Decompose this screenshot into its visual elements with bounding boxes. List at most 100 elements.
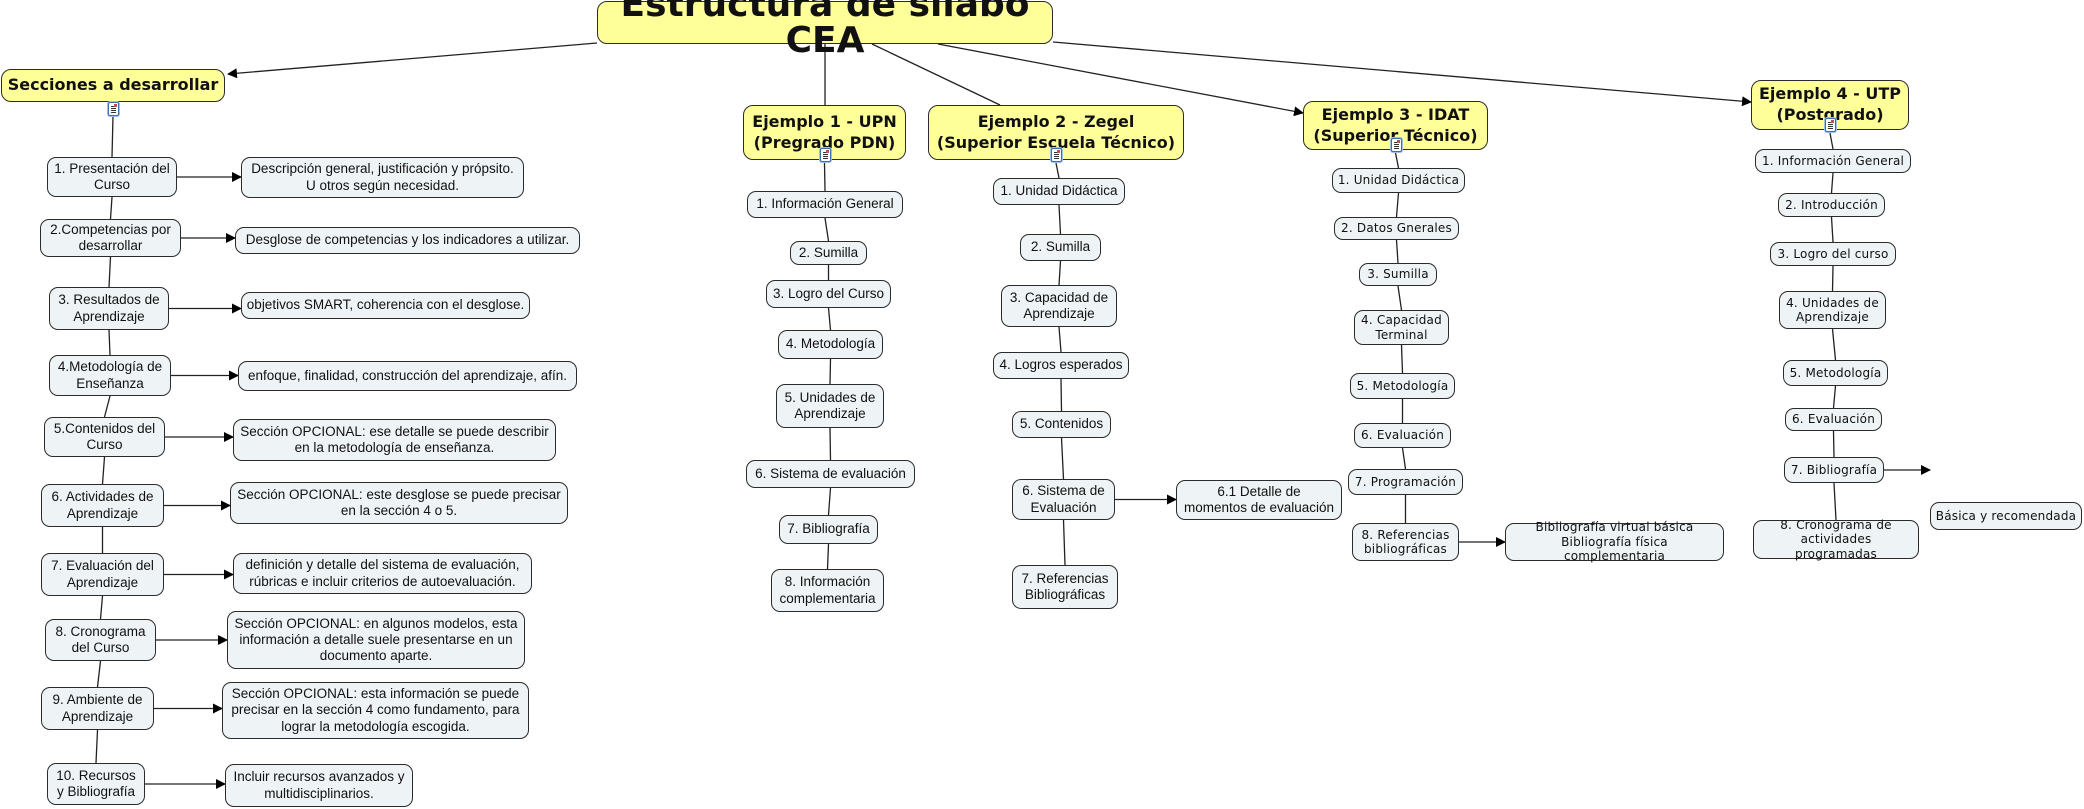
example-2-link (1060, 437, 1065, 480)
sections-link (109, 196, 113, 220)
example-1-link (829, 427, 832, 461)
example-4-link (1832, 385, 1837, 409)
example-item[interactable]: 2. Sumilla (1020, 234, 1101, 261)
title-to-example-2 (871, 43, 1001, 106)
example-item[interactable]: 8. Información complementaria (771, 569, 884, 612)
example-3-link (1400, 344, 1404, 374)
example-2-link (1058, 204, 1062, 235)
section-item[interactable]: 1. Presentación del Curso (47, 157, 177, 197)
example-4-link (1829, 132, 1834, 150)
example-2-link (1060, 378, 1063, 412)
section-item[interactable]: 7. Evaluación del Aprendizaje (41, 553, 164, 596)
sections-link (108, 329, 111, 356)
section-detail[interactable]: Desglose de competencias y los indicador… (235, 227, 580, 254)
example-item[interactable]: 7. Referencias Bibliográficas (1012, 565, 1118, 609)
example-4-link (1832, 430, 1835, 458)
example-item[interactable]: 4. Logros esperados (993, 352, 1129, 379)
example-4-link (1833, 482, 1837, 521)
example-item[interactable]: 2. Sumilla (790, 241, 867, 265)
sections-link (103, 395, 111, 418)
example-3-link (1395, 192, 1400, 218)
example-item[interactable]: 1. Información General (747, 191, 903, 218)
example-item[interactable]: 1. Unidad Didáctica (1332, 168, 1465, 193)
example-item[interactable]: 5. Contenidos (1012, 411, 1111, 438)
section-detail[interactable]: Sección OPCIONAL: este desglose se puede… (230, 482, 568, 524)
section-item[interactable]: 8. Cronograma del Curso (45, 619, 156, 661)
sections-link (101, 456, 106, 485)
example-item[interactable]: 7. Programación (1348, 469, 1463, 495)
example-1-link (823, 162, 826, 192)
example-1-link (826, 543, 830, 570)
example-item[interactable]: 3. Capacidad de Aprendizaje (1001, 285, 1117, 327)
example-1-header[interactable]: Ejemplo 1 - UPN (Pregrado PDN) (743, 105, 906, 160)
document-icon[interactable] (1825, 118, 1836, 132)
example-item[interactable]: 6. Evaluación (1354, 423, 1451, 448)
example-item[interactable]: 1. Unidad Didáctica (993, 178, 1125, 205)
section-detail[interactable]: enfoque, finalidad, construcción del apr… (238, 361, 577, 391)
section-detail[interactable]: definición y detalle del sistema de eval… (233, 553, 532, 594)
document-icon[interactable] (1390, 138, 1402, 152)
example-detail[interactable]: Bibliografía virtual básica Bibliografía… (1505, 520, 1724, 563)
example-item[interactable]: 3. Sumilla (1359, 263, 1437, 286)
example-item[interactable]: 5. Metodología (1783, 360, 1888, 386)
example-item[interactable]: 3. Logro del curso (1770, 242, 1896, 266)
document-icon[interactable] (108, 102, 119, 116)
document-icon[interactable] (819, 148, 831, 162)
example-item[interactable]: 4. Metodología (778, 330, 883, 359)
example-item[interactable]: 4. Unidades de Aprendizaje (1779, 291, 1886, 329)
section-detail[interactable]: Sección OPCIONAL: esta información se pu… (222, 682, 529, 739)
example-2-link (1062, 519, 1066, 566)
example-1-link (827, 487, 832, 516)
section-detail[interactable]: Sección OPCIONAL: en algunos modelos, es… (227, 611, 525, 669)
title-to-example-4 (1052, 41, 1752, 107)
example-4-link (1830, 216, 1834, 243)
section-detail[interactable]: Descripción general, justificación y pró… (241, 157, 524, 198)
title-to-example-3 (937, 43, 1304, 117)
section-item[interactable]: 2.Competencias por desarrollar (40, 219, 181, 257)
example-item[interactable]: 6. Sistema de evaluación (746, 460, 915, 488)
sections-link (96, 660, 102, 688)
example-detail[interactable]: Básica y recomendada (1930, 502, 2082, 530)
example-2-link (1055, 162, 1060, 179)
example-4-link (1831, 328, 1837, 361)
example-item[interactable]: 4. Capacidad Terminal (1354, 310, 1449, 345)
sections-link (99, 595, 104, 620)
section-item[interactable]: 4.Metodología de Enseñanza (49, 355, 171, 396)
example-3-link (1401, 447, 1407, 470)
section-item[interactable]: 5.Contenidos del Curso (44, 417, 165, 457)
example-item[interactable]: 2. Introducción (1778, 193, 1885, 217)
example-item[interactable]: 3. Logro del Curso (766, 280, 891, 308)
example-3-link (1397, 285, 1403, 311)
example-item[interactable]: 5. Metodología (1350, 373, 1455, 399)
section-item[interactable]: 3. Resultados de Aprendizaje (49, 287, 169, 330)
example-2-link (1058, 260, 1062, 286)
section-detail[interactable]: objetivos SMART, coherencia con el desgl… (241, 292, 530, 319)
example-detail[interactable]: 6.1 Detalle de momentos de evaluación (1176, 480, 1342, 520)
example-item[interactable]: 7. Bibliografía (779, 515, 878, 544)
map-title[interactable]: Estructura de sílabo CEA (597, 0, 1053, 58)
section-detail[interactable]: Incluir recursos avanzados y multidiscip… (225, 764, 413, 807)
example-item[interactable]: 5. Unidades de Aprendizaje (776, 384, 884, 428)
section-item[interactable]: 10. Recursos y Bibliografía (47, 763, 145, 805)
section-detail[interactable]: Sección OPCIONAL: ese detalle se puede d… (233, 419, 556, 461)
example-item[interactable]: 2. Datos Gnerales (1334, 217, 1459, 240)
example-item[interactable]: 8. Referencias bibliográficas (1352, 523, 1459, 561)
example-3-link (1394, 152, 1400, 169)
sections-link (108, 256, 112, 288)
example-item[interactable]: 1. Información General (1755, 149, 1911, 173)
example-item[interactable]: 8. Cronograma de actividades programadas (1753, 518, 1919, 561)
section-item[interactable]: 9. Ambiente de Aprendizaje (41, 687, 154, 730)
sections-header[interactable]: Secciones a desarrollar (1, 69, 225, 102)
example-item[interactable]: 6. Evaluación (1785, 408, 1882, 431)
example-2-link (1058, 326, 1062, 353)
example-1-link (824, 217, 830, 242)
example-3-header[interactable]: Ejemplo 3 - IDAT (Superior Técnico) (1303, 101, 1488, 150)
section-item[interactable]: 6. Actividades de Aprendizaje (41, 484, 164, 527)
example-item[interactable]: 7. Bibliografía (1784, 457, 1884, 483)
example-1-link (827, 307, 832, 331)
example-item[interactable]: 6. Sistema de Evaluación (1012, 479, 1115, 520)
document-icon[interactable] (1051, 148, 1062, 162)
title-to-sections (227, 42, 598, 79)
